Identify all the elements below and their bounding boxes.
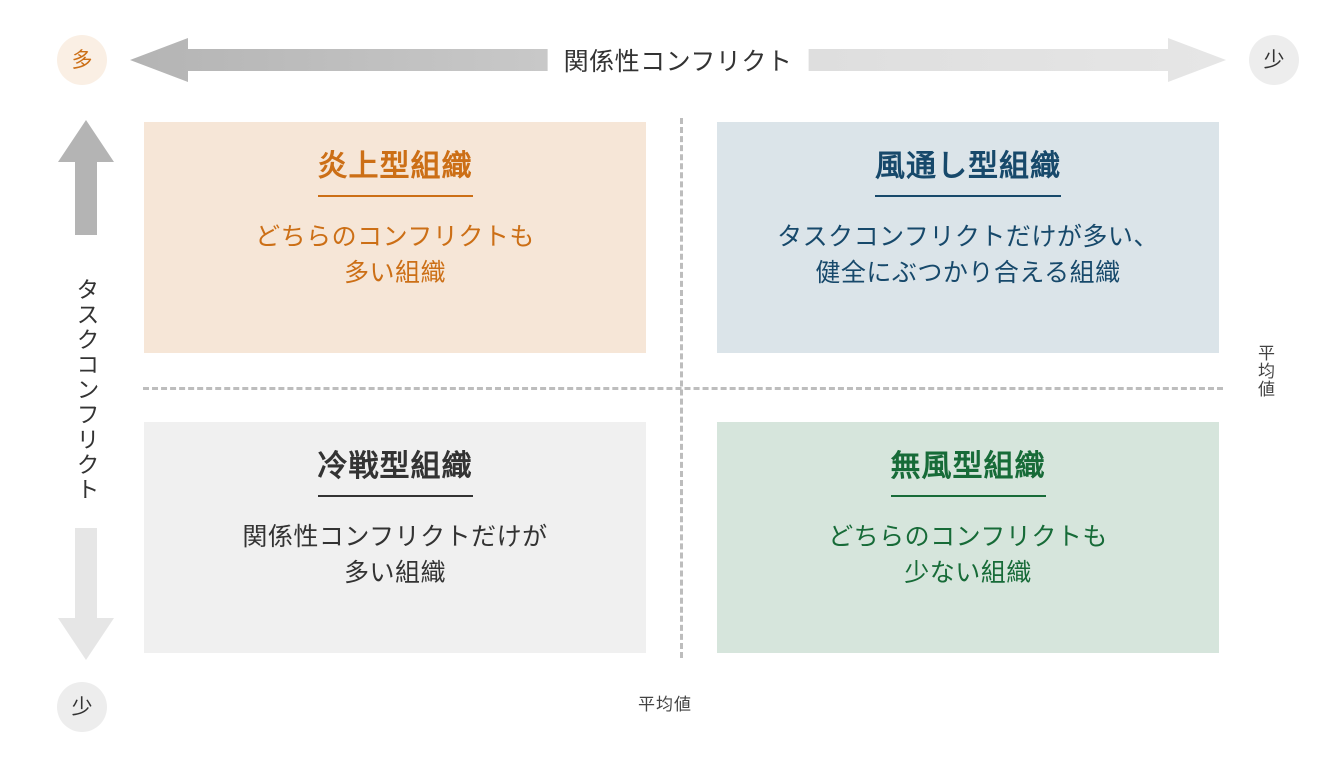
quadrant-title: 風通し型組織 [875,148,1061,197]
mean-line-horizontal [143,387,1223,390]
axis-marker-label: 多 [71,48,93,72]
quadrant-title: 無風型組織 [890,448,1046,497]
mean-value-label-vertical: 平均値 [1255,344,1274,398]
arrow-right-icon [706,38,1226,82]
quadrant-description: タスクコンフリクトだけが多い、 健全にぶつかり合える組織 [777,222,1159,287]
arrow-left-icon [130,38,650,82]
vertical-axis-title: タスクコンフリクト [58,263,114,517]
axis-marker-horizontal-high: 多 [57,35,107,85]
axis-marker-label: 少 [1263,48,1285,72]
quadrant-description: 関係性コンフリクトだけが 多い組織 [242,522,548,587]
quadrant-title: 冷戦型組織 [317,448,473,497]
vertical-axis: タスクコンフリクト [58,120,114,660]
horizontal-axis: 関係性コンフリクト [130,38,1226,82]
quadrant-top-right: 風通し型組織 タスクコンフリクトだけが多い、 健全にぶつかり合える組織 [717,122,1219,353]
axis-marker-horizontal-low: 少 [1249,35,1299,85]
horizontal-axis-title: 関係性コンフリクト [547,42,809,78]
quadrant-bottom-left: 冷戦型組織 関係性コンフリクトだけが 多い組織 [144,422,646,653]
quadrant-description: どちらのコンフリクトも 多い組織 [255,222,535,287]
axis-marker-vertical-low: 少 [57,682,107,732]
quadrant-description: どちらのコンフリクトも 少ない組織 [828,522,1108,587]
quadrant-title: 炎上型組織 [317,148,473,197]
arrow-up-icon [58,120,114,235]
mean-value-label-horizontal: 平均値 [638,695,692,714]
horizontal-axis-arrows [130,38,1226,82]
axis-marker-label: 少 [71,695,93,719]
quadrant-top-left: 炎上型組織 どちらのコンフリクトも 多い組織 [144,122,646,353]
arrow-down-icon [58,528,114,660]
vertical-axis-arrows [58,120,114,660]
quadrant-bottom-right: 無風型組織 どちらのコンフリクトも 少ない組織 [717,422,1219,653]
